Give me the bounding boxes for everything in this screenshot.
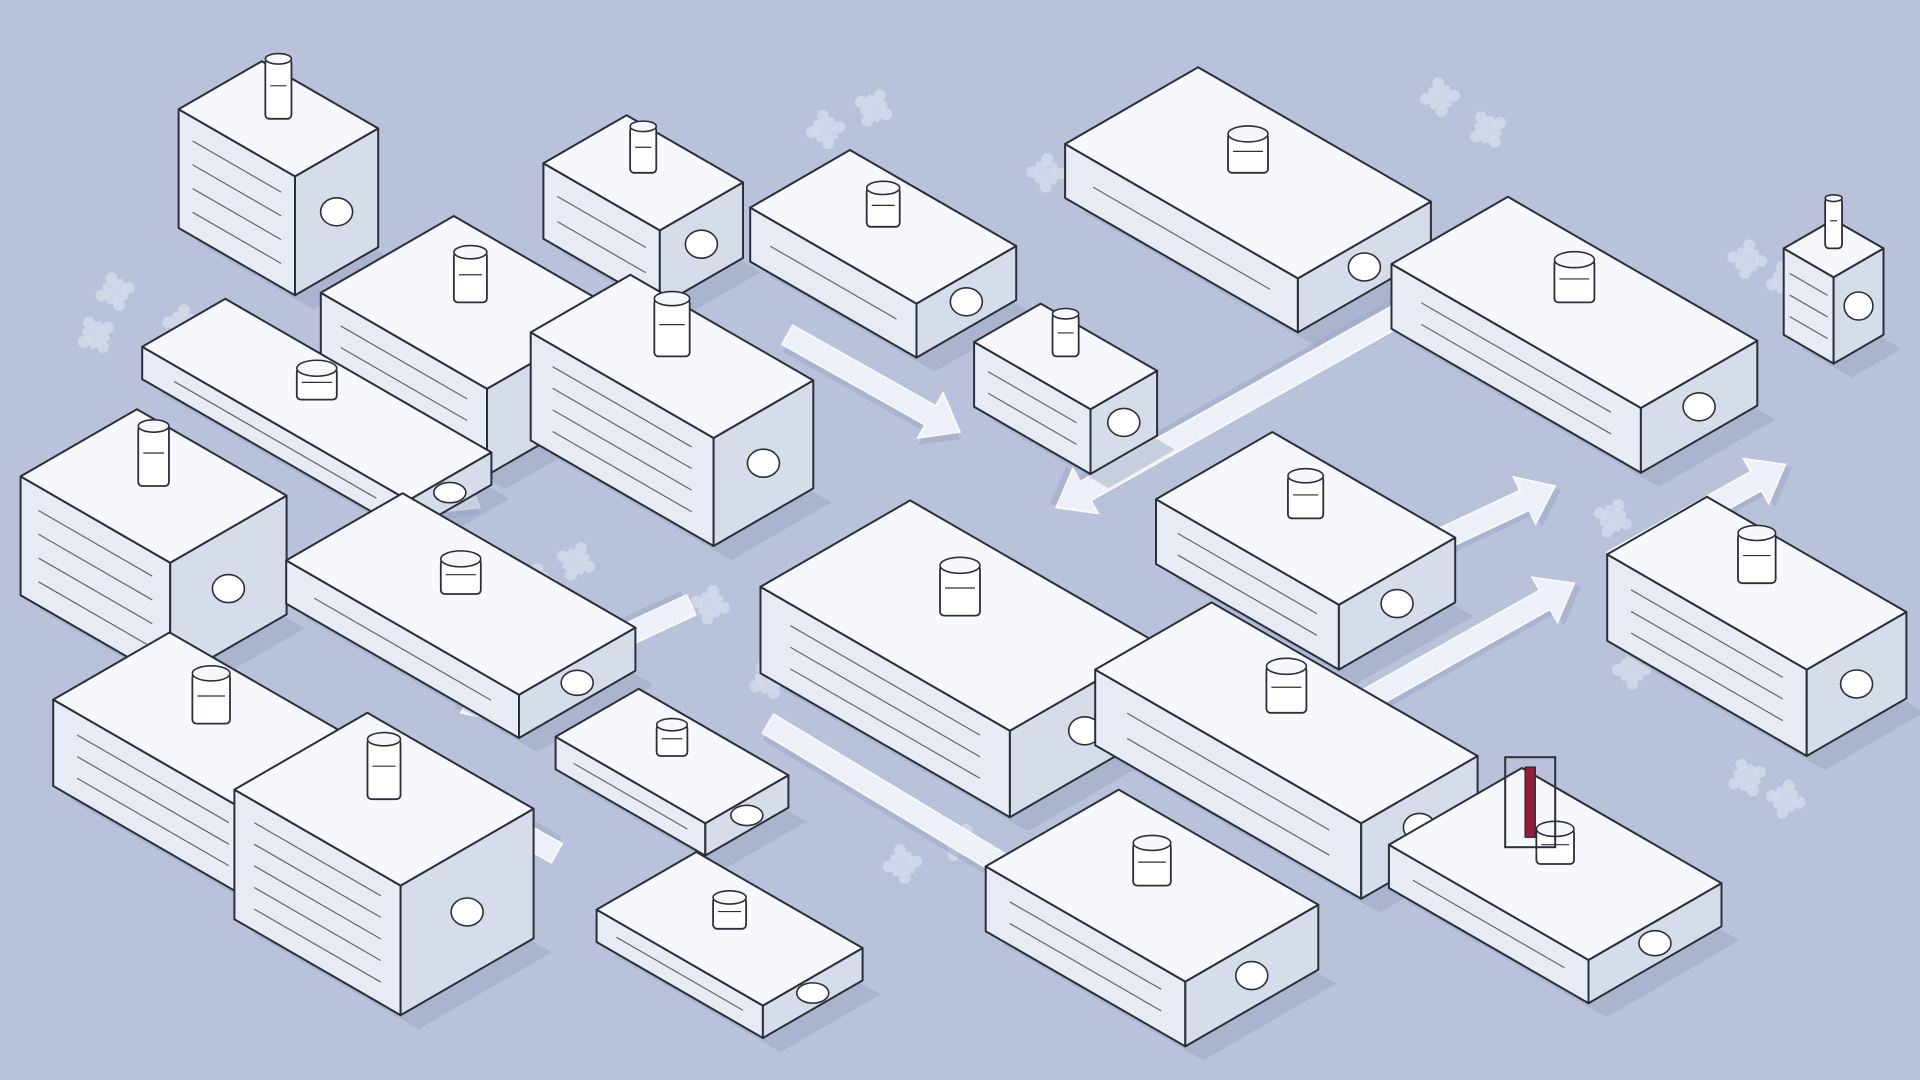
cabinet-icon [264, 52, 293, 120]
tower-icon [1824, 193, 1843, 250]
bottle-line-icon [1737, 524, 1777, 585]
terminal-icon [1227, 125, 1269, 174]
inspection-icon [439, 550, 482, 595]
spool-icon [1287, 467, 1325, 520]
vent-icon [450, 897, 484, 927]
control-terminal [1064, 66, 1449, 347]
dial-icon [1106, 407, 1141, 438]
lens-icon [211, 573, 246, 604]
puzzle-piece-icon [1727, 239, 1768, 280]
puzzle-piece-icon [1593, 499, 1632, 538]
press-icon [629, 120, 658, 174]
puzzle-piece-icon [1765, 779, 1806, 819]
cabinet-pair [177, 52, 397, 310]
puzzle-piece-icon [77, 316, 115, 353]
inspection-station [285, 492, 654, 752]
gate-icon [1638, 929, 1672, 957]
tool-icon [433, 481, 467, 504]
puzzle-piece-icon [1026, 152, 1067, 193]
monitor-desk-icon [1553, 250, 1596, 304]
tower-speaker [1782, 193, 1902, 378]
bottle-icon [319, 197, 354, 227]
puzzle-piece-icon [855, 89, 893, 127]
accent-bar [1524, 766, 1536, 838]
camera-unit [19, 408, 305, 696]
tablet-icon [865, 180, 901, 228]
assembly-icon [1132, 834, 1172, 887]
hub-assembly [759, 499, 1178, 832]
storage-rack-icon [366, 731, 402, 801]
scanner-icon [653, 290, 691, 358]
valve-icon [1839, 669, 1874, 699]
coil-icon [1380, 588, 1414, 619]
window-icon [746, 448, 781, 479]
server-icon [191, 665, 231, 725]
puzzle-piece-icon [805, 109, 846, 150]
storage-rack [233, 711, 552, 1030]
lathe-icon [655, 717, 689, 757]
puzzle-piece-icon [690, 585, 731, 625]
chuck-icon [730, 804, 764, 827]
assembly-table [984, 788, 1337, 1061]
flow-arrow [1434, 475, 1562, 554]
pump-icon [712, 890, 748, 930]
screen-icon [949, 286, 984, 317]
puzzle-piece-icon [556, 542, 596, 581]
figure-icon [1234, 960, 1269, 991]
puzzle-piece-icon [1420, 77, 1460, 118]
puzzle-piece-icon [1728, 758, 1766, 797]
gate-frame [1504, 756, 1557, 849]
module-icon [1051, 307, 1080, 358]
speaker-icon [1843, 291, 1874, 321]
flow-arrow [780, 324, 962, 446]
flow-arrow [1049, 278, 1447, 515]
workbench-icon [295, 359, 338, 401]
twin-modules [973, 302, 1176, 488]
puzzle-piece-icon [95, 272, 135, 312]
spool-machine [1155, 431, 1474, 684]
scanner-housing [529, 273, 832, 560]
monitor-desk [1390, 195, 1776, 487]
puzzle-piece-icon [882, 844, 923, 884]
piston-icon [684, 229, 719, 259]
robot-cell [1387, 767, 1740, 1018]
pipe-icon [795, 982, 830, 1004]
document-icon [1682, 391, 1716, 422]
pump-station [595, 851, 881, 1052]
machine-layer [19, 52, 1920, 1061]
bottling-line [1606, 495, 1920, 770]
conveyor-icon [1265, 657, 1308, 714]
monitor-icon [560, 669, 594, 697]
lathe-unit [554, 687, 807, 870]
joystick-icon [1347, 252, 1382, 282]
microscope-icon [452, 244, 488, 304]
hub-icon [939, 556, 981, 617]
tablet-console [749, 149, 1035, 372]
puzzle-piece-icon [1469, 111, 1507, 148]
camera-module-icon [137, 419, 170, 487]
press-unit [542, 114, 761, 320]
